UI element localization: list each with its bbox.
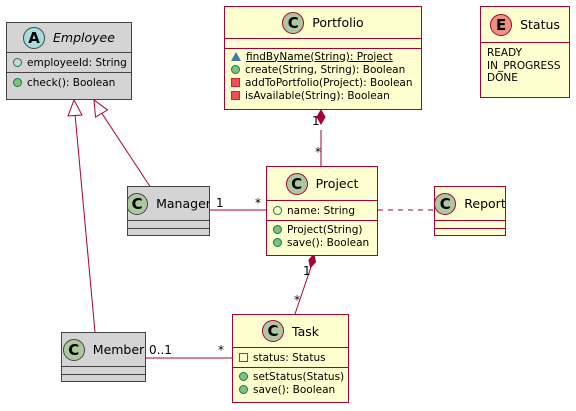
class-name: Manager (156, 196, 210, 211)
methods-section: Project(String) save(): Boolean (267, 221, 377, 251)
class-header: A Employee (7, 23, 131, 53)
class-task[interactable]: C Task status: Status setStatus(Status) … (232, 314, 349, 403)
manager-project-target-multiplicity: * (255, 196, 261, 210)
methods-section: setStatus(Status) save(): Boolean (233, 368, 348, 398)
project-task-composition (294, 266, 312, 315)
class-header: C Report (435, 187, 505, 221)
fields-section (128, 221, 209, 229)
class-header: C Manager (128, 187, 209, 221)
inheritance-arrowhead (93, 98, 109, 118)
method-text: addToPortfolio(Project): Boolean (245, 76, 413, 89)
method-row: check(): Boolean (13, 75, 125, 90)
method-text: setStatus(Status) (253, 370, 345, 383)
class-header: C Task (233, 315, 348, 348)
public-method-icon (13, 78, 22, 87)
package-method-icon (231, 52, 241, 61)
member-task-target-multiplicity: * (218, 343, 224, 357)
field-text: name: String (287, 204, 355, 217)
public-field-icon (273, 206, 282, 215)
class-project[interactable]: C Project name: String Project(String) s… (266, 166, 378, 256)
class-badge-icon: C (285, 172, 308, 195)
manager-employee-inheritance (100, 111, 152, 189)
member-employee-inheritance (74, 113, 96, 333)
class-header: C Portfolio (225, 7, 421, 39)
fields-section: employeeId: String (7, 53, 131, 73)
public-method-icon (231, 65, 240, 74)
field-text: employeeId: String (27, 56, 127, 69)
private-method-icon (231, 78, 240, 87)
public-method-icon (273, 238, 282, 247)
field-row: employeeId: String (13, 55, 127, 70)
enum-values-section: READY IN_PROGRESS DONE (481, 43, 569, 89)
methods-section: check(): Boolean (7, 73, 131, 92)
public-method-icon (239, 385, 248, 394)
class-header: C Project (267, 167, 377, 201)
composition-diamond (308, 252, 317, 269)
inheritance-arrowhead (67, 98, 83, 117)
public-field-icon (13, 58, 22, 67)
class-badge-icon: C (62, 338, 85, 361)
method-text: Project(String) (287, 223, 363, 236)
method-row: create(String, String): Boolean (231, 63, 415, 76)
fields-section (225, 39, 421, 49)
enum-value: READY (487, 47, 523, 59)
class-name: Task (292, 323, 319, 339)
class-header: E Status (481, 7, 569, 43)
method-text: check(): Boolean (27, 76, 116, 89)
class-member[interactable]: C Member (61, 332, 146, 382)
field-row: name: String (273, 203, 371, 218)
portfolio-project-target-multiplicity: * (315, 145, 321, 159)
member-task-source-multiplicity: 0..1 (149, 343, 172, 357)
class-name: Portfolio (312, 15, 364, 30)
method-text: isAvailable(String): Boolean (245, 89, 390, 102)
project-task-source-multiplicity: 1 (303, 264, 311, 278)
private-method-icon (231, 91, 240, 100)
fields-section: name: String (267, 201, 377, 221)
class-portfolio[interactable]: C Portfolio findByName(String): Project … (224, 6, 422, 110)
field-row: status: Status (239, 350, 342, 365)
method-text: create(String, String): Boolean (245, 63, 406, 76)
private-field-icon (239, 353, 248, 362)
fields-section: status: Status (233, 348, 348, 368)
project-task-target-multiplicity: * (294, 293, 300, 307)
class-employee[interactable]: A Employee employeeId: String check(): B… (6, 22, 132, 100)
class-report[interactable]: C Report (434, 186, 506, 236)
field-text: status: Status (253, 351, 326, 364)
class-badge-icon: C (435, 192, 457, 215)
method-row: setStatus(Status) (239, 370, 345, 383)
public-method-icon (273, 225, 282, 234)
fields-section (435, 221, 505, 229)
method-row: save(): Boolean (273, 236, 371, 249)
enum-status[interactable]: E Status READY IN_PROGRESS DONE (480, 6, 570, 98)
portfolio-project-source-multiplicity: 1 (312, 114, 320, 128)
class-badge-icon: C (282, 11, 305, 34)
methods-section: findByName(String): Project create(Strin… (225, 49, 421, 104)
fields-section (62, 367, 145, 375)
public-method-icon (239, 372, 248, 381)
class-name: Project (315, 176, 359, 191)
class-name: Member (92, 342, 145, 357)
method-text: save(): Boolean (253, 383, 336, 396)
class-name: Status (520, 17, 560, 32)
method-row: save(): Boolean (239, 383, 342, 396)
method-row: findByName(String): Project (231, 50, 415, 63)
class-badge-icon: C (262, 320, 284, 342)
abstract-badge-icon: A (23, 26, 46, 49)
composition-diamond (316, 108, 326, 126)
manager-project-source-multiplicity: 1 (216, 196, 224, 210)
enum-badge-icon: E (490, 13, 513, 36)
class-badge-icon: C (128, 192, 149, 215)
class-header: C Member (62, 333, 145, 367)
method-text: findByName(String): Project (246, 50, 393, 63)
class-name: Report (464, 196, 506, 211)
enum-value: IN_PROGRESS (487, 59, 561, 72)
method-row: addToPortfolio(Project): Boolean (231, 76, 415, 89)
enum-value: DONE (487, 72, 518, 84)
method-text: save(): Boolean (287, 236, 370, 249)
class-name: Employee (53, 30, 115, 45)
class-manager[interactable]: C Manager (127, 186, 210, 236)
method-row: Project(String) (273, 223, 371, 236)
method-row: isAvailable(String): Boolean (231, 89, 415, 102)
